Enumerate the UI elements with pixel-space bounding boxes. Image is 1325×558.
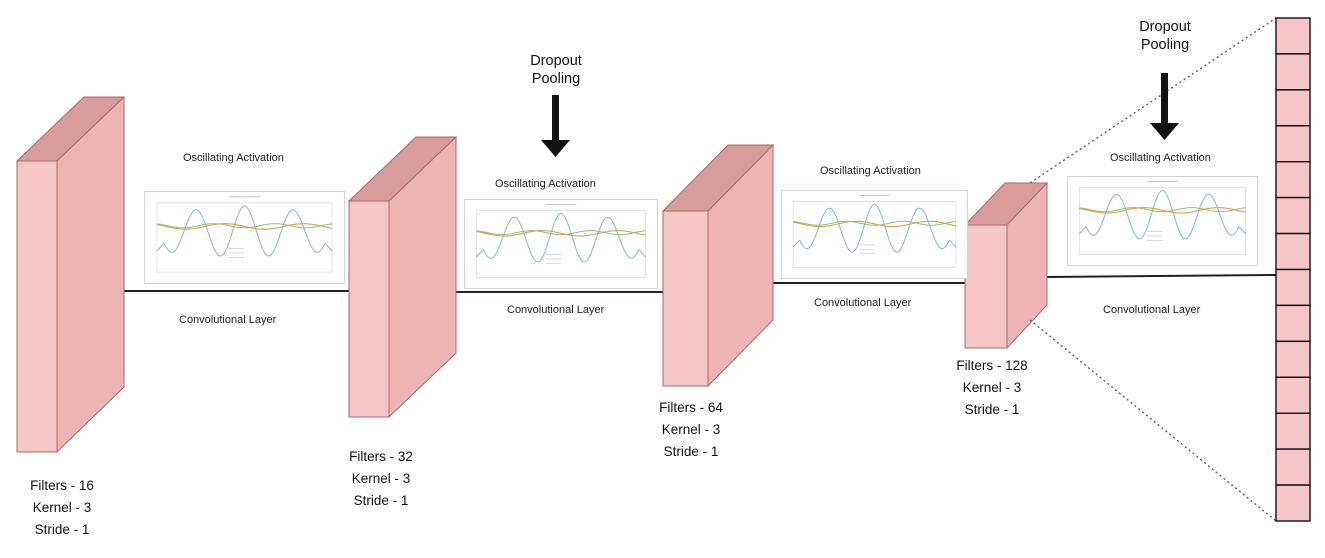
projection-line-top (1029, 17, 1277, 184)
dense-layer (1275, 17, 1311, 522)
dropout-text-1: Dropout (530, 53, 582, 69)
stride-label: Stride - 1 (663, 444, 719, 459)
stride-label: Stride - 1 (353, 493, 409, 508)
layer-params-4: Filters - 128 Kernel - 3 Stride - 1 (942, 355, 1042, 421)
dense-neuron-cell (1275, 304, 1311, 342)
block-1-front (16, 160, 58, 453)
dense-neuron-cell (1275, 17, 1311, 55)
pooling-text-1: Pooling (531, 71, 581, 87)
dense-neuron-cell (1275, 53, 1311, 91)
pooling-text-2: Pooling (1140, 37, 1190, 53)
dense-neuron-cell (1275, 89, 1311, 127)
dense-neuron-cell (1275, 125, 1311, 163)
dense-neuron-cell (1275, 340, 1311, 378)
dropout-text-2: Dropout (1139, 19, 1191, 35)
activation-plot-1 (144, 191, 345, 284)
dense-neuron-cell (1275, 448, 1311, 486)
stride-label: Stride - 1 (34, 522, 90, 537)
dense-neuron-cell (1275, 196, 1311, 235)
kernel-label: Kernel - 3 (32, 500, 92, 515)
kernel-label: Kernel - 3 (962, 380, 1022, 395)
plot-canvas (476, 204, 646, 278)
activation-label-1: Oscillating Activation (183, 152, 284, 164)
kernel-label: Kernel - 3 (351, 471, 411, 486)
connector-lines (124, 274, 1277, 293)
feature-map-block-4 (963, 181, 1049, 350)
filters-label: Filters - 32 (349, 449, 413, 464)
projection-line-bottom (1029, 319, 1277, 522)
activation-plot-2 (464, 199, 658, 289)
layer-params-3: Filters - 64 Kernel - 3 Stride - 1 (641, 397, 741, 463)
dense-neuron-cell (1275, 232, 1311, 271)
block-3-front (662, 210, 709, 387)
plot-canvas (792, 194, 957, 268)
activation-plot-4 (1067, 176, 1258, 266)
layer-params-1: Filters - 16 Kernel - 3 Stride - 1 (12, 475, 112, 541)
plot-canvas (1078, 181, 1247, 255)
plot-canvas (156, 196, 333, 273)
filters-label: Filters - 64 (659, 400, 723, 415)
conv-layer-label-1: Convolutional Layer (179, 314, 277, 326)
block-2-front (348, 200, 390, 418)
feature-map-block-1 (15, 95, 126, 454)
dense-neuron-cell (1275, 376, 1311, 414)
dropout-label-1: Dropout Pooling (523, 52, 589, 88)
kernel-label: Kernel - 3 (661, 422, 721, 437)
conv-layer-label-2: Convolutional Layer (507, 304, 605, 316)
layer-params-2: Filters - 32 Kernel - 3 Stride - 1 (331, 446, 431, 512)
dropout-label-2: Dropout Pooling (1132, 18, 1198, 54)
dropout-arrow-2 (1150, 73, 1179, 140)
dense-neuron-cell (1275, 484, 1311, 522)
conv-layer-label-4: Convolutional Layer (1103, 304, 1201, 316)
connector-line-4 (1046, 274, 1277, 278)
activation-plot-3 (781, 190, 968, 279)
activation-label-4: Oscillating Activation (1110, 152, 1211, 164)
filters-label: Filters - 16 (30, 478, 94, 493)
projection-lines (1029, 17, 1277, 522)
stride-label: Stride - 1 (964, 402, 1020, 417)
activation-label-2: Oscillating Activation (495, 178, 596, 190)
activation-label-3: Oscillating Activation (820, 165, 921, 177)
dense-neuron-cell (1275, 412, 1311, 450)
block-4-front (964, 224, 1008, 349)
feature-map-block-2 (347, 135, 458, 419)
dense-neuron-cell (1275, 160, 1311, 199)
feature-map-block-3 (661, 143, 775, 388)
dense-neuron-cell (1275, 268, 1311, 307)
dropout-arrow-1 (541, 95, 570, 157)
conv-layer-label-3: Convolutional Layer (814, 297, 912, 309)
filters-label: Filters - 128 (956, 358, 1028, 373)
